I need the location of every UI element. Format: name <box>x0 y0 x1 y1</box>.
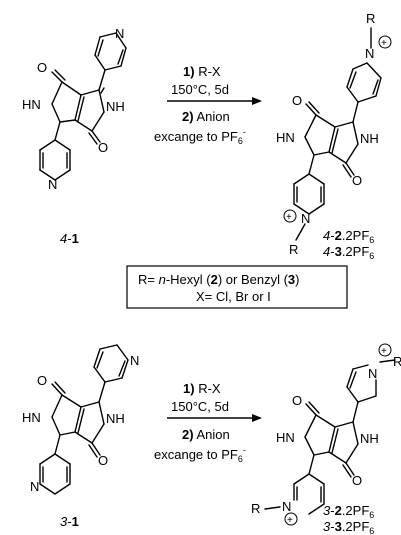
condition-anion-top: excange to PF6- <box>154 127 246 146</box>
reaction-arrow-bottom <box>167 414 262 422</box>
atom-R: R <box>289 242 298 257</box>
atom-NH: NH <box>360 131 379 146</box>
atom-NH: NH <box>106 99 125 114</box>
plus-sign: + <box>286 212 292 223</box>
legend-line-1: R= n-Hexyl (2) or Benzyl (3) <box>138 272 300 287</box>
reaction-arrow-top <box>167 97 262 105</box>
legend-line-2: X= Cl, Br or I <box>196 289 271 304</box>
atom-N: N <box>130 353 139 368</box>
compound-label-4-1: 4-1 <box>60 231 79 246</box>
condition-step1-top: 1) R-X <box>183 64 221 79</box>
atom-R-dash: R <box>251 501 260 516</box>
condition-temp-bottom: 150°C, 5d <box>171 399 229 414</box>
atom-N: N <box>30 479 39 494</box>
atom-O: O <box>98 140 108 155</box>
atom-NH: NH <box>360 431 379 446</box>
atom-HN: HN <box>22 410 41 425</box>
plus-sign: + <box>381 346 387 357</box>
condition-step1-bottom: 1) R-X <box>183 381 221 396</box>
atom-N-plus: N <box>301 211 310 226</box>
atom-HN: HN <box>22 97 41 112</box>
condition-temp-top: 150°C, 5d <box>171 82 229 97</box>
atom-N-plus: N <box>365 46 374 61</box>
compound-label-3-1: 3-1 <box>60 514 79 529</box>
compound-label-4-3: 4-3.2PF6 <box>323 244 374 261</box>
atom-O: O <box>292 393 302 408</box>
atom-O: O <box>292 93 302 108</box>
atom-N: N <box>48 177 57 192</box>
atom-O: O <box>98 453 108 468</box>
atom-N: N <box>115 26 124 41</box>
condition-step2-bottom: 2) Anion <box>182 427 230 442</box>
molecule-3-product: N + R O HN NH O R N + <box>251 343 401 526</box>
compound-label-3-3: 3-3.2PF6 <box>323 519 374 535</box>
atom-R: R <box>366 11 375 26</box>
plus-sign: + <box>381 38 387 49</box>
atom-NH: NH <box>106 411 125 426</box>
atom-R: R <box>393 354 401 369</box>
molecule-4-1: N O HN NH O N <box>22 26 127 192</box>
compound-label-3-2: 3-2.2PF6 <box>323 503 374 520</box>
atom-HN: HN <box>276 130 295 145</box>
condition-step2-top: 2) Anion <box>182 109 230 124</box>
atom-HN: HN <box>276 430 295 445</box>
atom-N-plus: N <box>282 499 291 514</box>
molecule-3-1: N O HN NH O N <box>22 344 139 495</box>
substituent-legend: R= n-Hexyl (2) or Benzyl (3) X= Cl, Br o… <box>126 265 348 309</box>
atom-O: O <box>352 473 362 488</box>
plus-sign: + <box>287 515 293 526</box>
atom-N-plus: N <box>368 366 377 381</box>
molecule-4-product: R N + O HN NH O N + R <box>276 11 392 257</box>
condition-anion-bottom: excange to PF6- <box>154 445 246 464</box>
atom-O: O <box>37 60 47 75</box>
compound-label-4-2: 4-2.2PF6 <box>323 228 374 245</box>
atom-O: O <box>37 373 47 388</box>
atom-O: O <box>352 173 362 188</box>
